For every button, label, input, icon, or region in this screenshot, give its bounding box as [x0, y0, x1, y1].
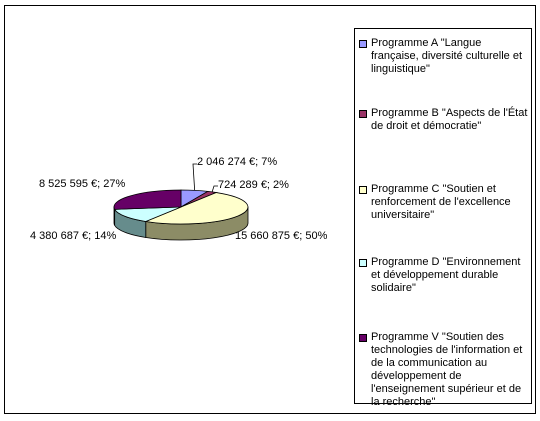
legend-swatch-programme-a [359, 40, 367, 48]
legend-swatch-programme-v [359, 334, 367, 342]
chart-area: 2 046 274 €; 7% 724 289 €; 2% 15 660 875… [4, 5, 536, 414]
legend-item-programme-b: Programme B "Aspects de l'État de droit … [359, 107, 529, 133]
legend-label-programme-d: Programme D "Environnement et développem… [371, 256, 521, 294]
leader-line-programme-b [211, 185, 218, 193]
legend: Programme A "Langue française, diversité… [354, 28, 532, 408]
legend-swatch-programme-b [359, 110, 367, 118]
legend-label-programme-c: Programme C "Soutien et renforcement de … [371, 183, 511, 221]
data-label-programme-v: 8 525 595 €; 27% [39, 178, 126, 190]
legend-item-programme-d: Programme D "Environnement et développem… [359, 256, 529, 295]
legend-label-programme-v: Programme V "Soutien des technologies de… [371, 331, 523, 408]
data-label-programme-c: 15 660 875 €; 50% [235, 230, 328, 242]
legend-label-programme-b: Programme B "Aspects de l'État de droit … [371, 107, 528, 132]
pie-slice-programme-c [144, 192, 249, 225]
leader-line-programme-a [192, 163, 197, 191]
legend-item-programme-a: Programme A "Langue française, diversité… [359, 37, 529, 76]
data-label-programme-a: 2 046 274 €; 7% [197, 156, 278, 168]
pie-chart [113, 163, 249, 241]
data-label-programme-b: 724 289 €; 2% [218, 179, 289, 191]
legend-swatch-programme-c [359, 186, 367, 194]
legend-item-programme-c: Programme C "Soutien et renforcement de … [359, 183, 529, 222]
legend-item-programme-v: Programme V "Soutien des technologies de… [359, 331, 529, 409]
pie-slice-programme-v [113, 189, 182, 210]
legend-label-programme-a: Programme A "Langue française, diversité… [371, 37, 523, 75]
legend-swatch-programme-d [359, 259, 367, 267]
data-label-programme-d: 4 380 687 €; 14% [30, 230, 117, 242]
